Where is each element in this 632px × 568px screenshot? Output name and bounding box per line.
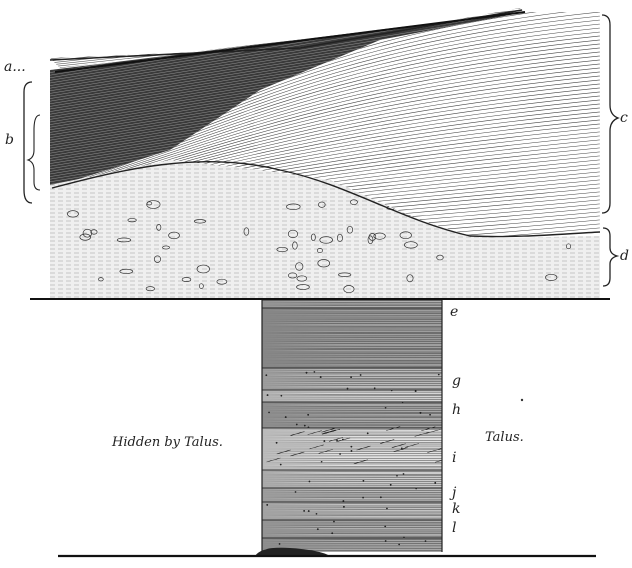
- column-band: [262, 368, 442, 390]
- grain-dot: [350, 376, 352, 378]
- grain-dot: [434, 482, 436, 484]
- grain-dot: [316, 513, 318, 515]
- grain-dot: [343, 506, 345, 508]
- grain-dot: [385, 540, 387, 542]
- grain-dot: [403, 537, 405, 539]
- grain-dot: [403, 473, 405, 475]
- grain-dot: [390, 484, 392, 486]
- grain-dot: [362, 497, 364, 499]
- grain-dot: [342, 439, 344, 441]
- grain-dot: [415, 390, 417, 392]
- brace-c: [602, 15, 618, 213]
- grain-dot: [385, 407, 387, 409]
- brace-a-b: [24, 82, 32, 203]
- grain-dot: [360, 374, 362, 376]
- label-d: d: [620, 249, 629, 263]
- grain-dot: [276, 442, 278, 444]
- grain-dot: [425, 540, 427, 542]
- grain-dot: [331, 532, 333, 534]
- label-i: i: [452, 451, 456, 465]
- grain-dot: [420, 412, 422, 414]
- grain-dot: [308, 510, 310, 512]
- grain-dot: [374, 387, 376, 389]
- grain-dot: [367, 433, 369, 435]
- label-c: c: [620, 111, 628, 125]
- grain-dot: [401, 447, 403, 449]
- brace-d: [603, 228, 617, 286]
- grain-dot: [279, 543, 281, 545]
- grain-dot: [398, 543, 400, 545]
- grain-dot: [391, 389, 393, 391]
- grain-dot: [296, 424, 298, 426]
- grain-dot: [363, 480, 365, 482]
- grain-dot: [321, 461, 323, 463]
- label-k: k: [452, 502, 460, 516]
- grain-dot: [350, 446, 352, 448]
- grain-dot: [396, 475, 398, 477]
- grain-dot: [323, 440, 325, 442]
- grain-dot: [307, 414, 309, 416]
- label-j: j: [452, 486, 456, 500]
- grain-dot: [429, 414, 431, 416]
- grain-dot: [380, 497, 382, 499]
- grain-dot: [438, 374, 440, 376]
- brace-b: [28, 115, 40, 190]
- grain-dot: [280, 395, 282, 397]
- grain-dot: [347, 388, 349, 390]
- layer-b-line: [50, 15, 530, 93]
- grain-dot: [351, 450, 353, 452]
- column-band: [262, 520, 442, 538]
- grain-dot: [384, 526, 386, 528]
- label-e: e: [450, 305, 458, 319]
- label-b: b: [5, 133, 14, 147]
- label-l: l: [452, 521, 456, 535]
- grain-dot: [415, 488, 417, 490]
- label-a: a...: [4, 60, 26, 74]
- column-band: [262, 470, 442, 488]
- label-g: g: [452, 374, 461, 388]
- grain-dot: [402, 401, 404, 403]
- column-band: [262, 502, 442, 520]
- grain-dot: [304, 425, 306, 427]
- speck-mark: [521, 399, 523, 401]
- grain-dot: [280, 464, 282, 466]
- pebble: [476, 211, 482, 214]
- grain-dot: [342, 500, 344, 502]
- grain-dot: [267, 394, 269, 396]
- grain-dot: [306, 372, 308, 374]
- grain-dot: [336, 439, 338, 441]
- grain-dot: [317, 528, 319, 530]
- grain-dot: [268, 411, 270, 413]
- grain-dot: [266, 504, 268, 506]
- label-h: h: [452, 403, 461, 417]
- layer-d: [50, 160, 610, 300]
- grain-dot: [313, 371, 315, 373]
- grain-dot: [339, 453, 341, 455]
- caption-talus: Talus.: [485, 431, 524, 444]
- column-section: [262, 300, 449, 552]
- grain-dot: [285, 416, 287, 418]
- grain-dot: [303, 510, 305, 512]
- grain-dot: [295, 491, 297, 493]
- grain-dot: [320, 376, 322, 378]
- grain-dot: [386, 507, 388, 509]
- pebble: [496, 214, 503, 219]
- caption-hidden-by-talus: Hidden by Talus.: [112, 436, 223, 449]
- grain-dot: [333, 521, 335, 523]
- grain-dot: [265, 374, 267, 376]
- grain-dot: [309, 481, 311, 483]
- grain-dot: [308, 427, 310, 429]
